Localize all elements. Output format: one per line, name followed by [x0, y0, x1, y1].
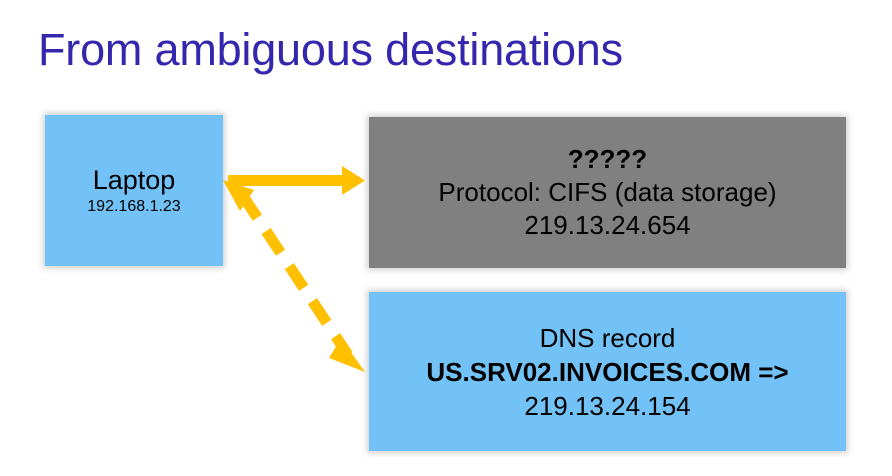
node-dns-title: DNS record [539, 322, 676, 353]
connector-laptop-to-server-shaft [228, 175, 346, 186]
connector-laptop-to-server-arrow [228, 166, 365, 195]
page-title: From ambiguous destinations [38, 24, 623, 75]
node-dns-record[interactable]: DNS record US.SRV02.INVOICES.COM => 219.… [369, 292, 846, 451]
node-laptop[interactable]: Laptop 192.168.1.23 [45, 115, 223, 266]
node-server-unknown-label: ????? [567, 144, 648, 174]
connector-dns-to-laptop-arrowhead [223, 180, 254, 211]
connector-laptop-to-server-arrowhead [342, 166, 365, 195]
connector-laptop-to-dns-arrowhead [329, 338, 365, 372]
node-dns-record-name: US.SRV02.INVOICES.COM => [426, 356, 789, 387]
node-dns-ip: 219.13.24.154 [524, 390, 691, 421]
node-laptop-name: Laptop [92, 165, 176, 195]
connector-laptop-to-dns-arrow [223, 180, 365, 372]
connector-laptop-to-dns-shaft [238, 192, 353, 359]
node-server-ip: 219.13.24.654 [524, 210, 691, 240]
node-server-protocol: Protocol: CIFS (data storage) [438, 177, 777, 207]
node-ambiguous-server[interactable]: ????? Protocol: CIFS (data storage) 219.… [369, 117, 846, 268]
node-laptop-ip: 192.168.1.23 [87, 198, 181, 215]
